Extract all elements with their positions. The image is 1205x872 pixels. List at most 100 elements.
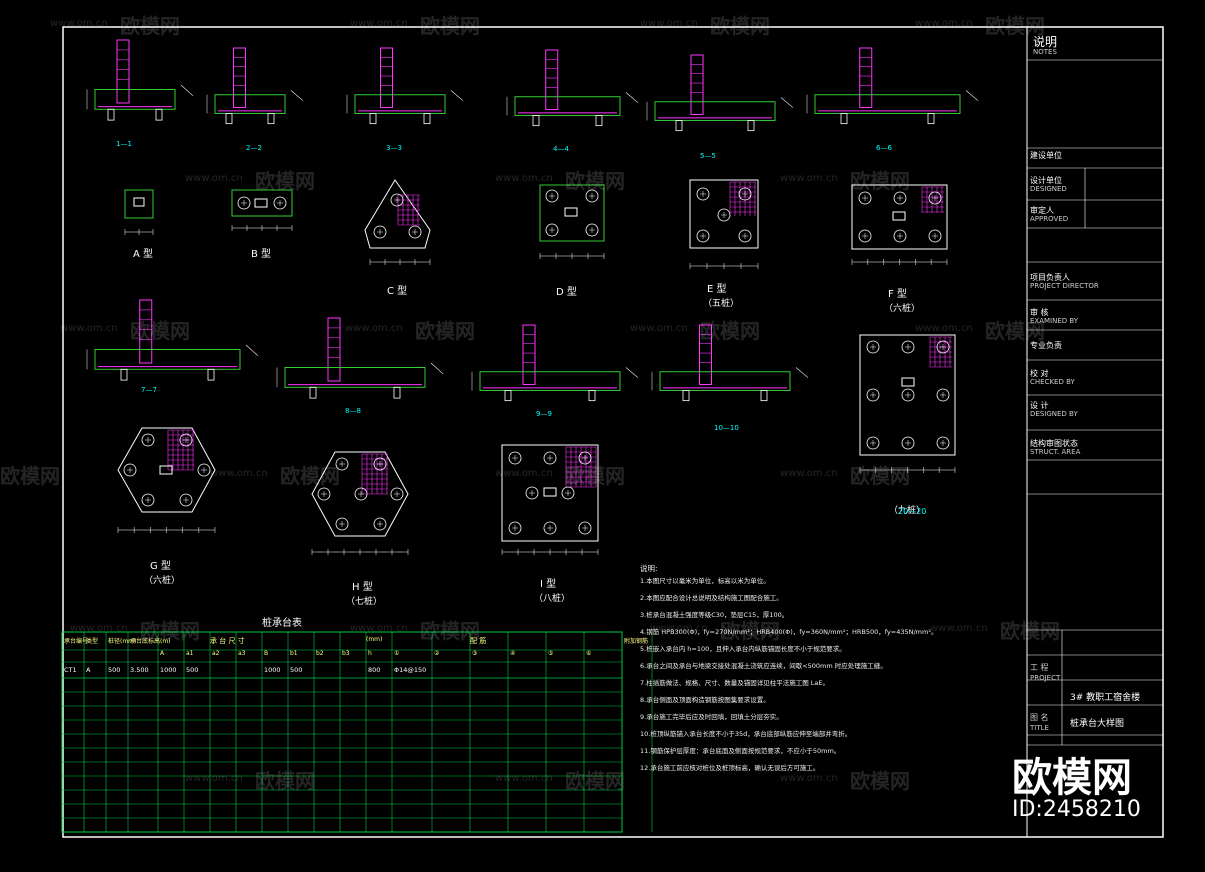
drawing-label-en: TITLE <box>1030 724 1049 732</box>
notes-heading-en: NOTES <box>1033 48 1057 56</box>
plan-type-f <box>851 184 948 265</box>
section-label: 6—6 <box>876 144 892 152</box>
watermark-url: www.om.cn <box>650 623 708 634</box>
plan-type-b <box>231 189 293 231</box>
note-line: 7.柱插筋做法、规格、尺寸、数量及锚固详见柱平法施工图 LaE。 <box>640 679 829 687</box>
note-line: 9.承台施工完毕后应及时回填，回填土分层夯实。 <box>640 713 783 721</box>
plan-type-sub: （七桩） <box>346 597 383 607</box>
table-cell: 1000 <box>160 666 177 674</box>
title-block-row-label: 项目负责人 <box>1030 273 1070 282</box>
table-col-header: b2 <box>316 650 324 657</box>
section-details <box>86 39 979 402</box>
table-group-unit: (mm) <box>366 636 383 643</box>
outer-frame <box>62 26 1164 838</box>
plan-type-label: C 型 <box>387 286 408 297</box>
table-cell: 500 <box>186 666 199 674</box>
table-title: 桩承台表 <box>262 618 302 629</box>
table-cell: 3.500 <box>130 666 149 674</box>
table-cell: 500 <box>290 666 303 674</box>
watermark-url: www.om.cn <box>630 323 688 334</box>
table-col-header: 附加钢筋 <box>624 638 649 645</box>
plan-type-label: D 型 <box>556 287 577 298</box>
plan-type-i <box>501 444 599 555</box>
table-col-header: ② <box>434 650 440 657</box>
table-col-header: h <box>368 650 372 657</box>
plan-type-sub: （六桩） <box>884 304 921 314</box>
watermark-url: www.om.cn <box>780 173 838 184</box>
note-line: 5.桩嵌入承台内 h=100，且伸入承台内纵筋锚固长度不小于规范要求。 <box>640 645 846 653</box>
watermark-text: 欧模网 <box>985 319 1045 343</box>
section-label: 3—3 <box>386 144 402 152</box>
section-detail-9 <box>471 324 639 402</box>
note-line: 2.本图应配合设计总说明及结构施工图配合施工。 <box>640 594 783 602</box>
plan-type-a <box>124 189 154 235</box>
note-line: 10.桩顶纵筋锚入承台长度不小于35d，承台底部纵筋应伸至端部并弯折。 <box>640 730 852 738</box>
title-block-row-en: DESIGNED <box>1030 185 1067 193</box>
title-block-row-label: 专业负责 <box>1030 341 1062 350</box>
title-block-row-label: 审定人 <box>1030 206 1054 215</box>
watermark-text: 欧模网 <box>700 319 760 343</box>
watermark-url: www.om.cn <box>930 623 988 634</box>
watermark-text: 欧模网 <box>850 464 910 488</box>
title-block-row-label: 建设单位 <box>1030 151 1062 160</box>
watermark-url: www.om.cn <box>210 468 268 479</box>
watermark-url: www.om.cn <box>780 773 838 784</box>
title-block-grid <box>1027 59 1163 746</box>
table-col-header: ③ <box>472 650 478 657</box>
watermark-text: 欧模网 <box>850 769 910 793</box>
table-cell: 1000 <box>264 666 281 674</box>
table-col-header: b3 <box>342 650 350 657</box>
note-line: 4.钢筋 HPB300(Φ)，fy=270N/mm²；HRB400(Φ)，fy=… <box>640 628 938 636</box>
note-line: 11.钢筋保护层厚度：承台底面及侧面按规范要求，不应小于50mm。 <box>640 747 841 755</box>
section-detail-7 <box>86 299 259 381</box>
section-detail-8 <box>276 317 444 399</box>
section-detail-5 <box>646 54 794 132</box>
section-label: 4—4 <box>553 145 569 153</box>
project-label: 工 程 <box>1030 663 1049 672</box>
watermark-url: www.om.cn <box>345 323 403 334</box>
title-block-row-en: APPROVED <box>1030 215 1069 223</box>
watermark-url: www.om.cn <box>350 18 408 29</box>
table-col-header: a3 <box>238 650 246 657</box>
plan-type-sub: （九桩） <box>889 506 926 516</box>
table-col-header: ⑤ <box>548 650 554 657</box>
watermark-text: 欧模网 <box>565 464 625 488</box>
section-detail-4 <box>506 49 639 127</box>
table-group-size: 承 台 尺 寸 <box>210 637 245 645</box>
watermark-text: 欧模网 <box>850 169 910 193</box>
watermark-text: 欧模网 <box>710 14 770 38</box>
plan-type-label: G 型 <box>150 561 171 572</box>
plan-type-h <box>311 451 409 555</box>
plan-type-nine-pile <box>859 334 956 473</box>
title-block-row-en: DESIGNED BY <box>1030 410 1078 418</box>
notes-heading: 说明 <box>1033 35 1058 49</box>
table-cell: 800 <box>368 666 381 674</box>
drawing-label: 图 名 <box>1030 713 1049 722</box>
watermark-url: www.om.cn <box>915 18 973 29</box>
watermark-url: www.om.cn <box>915 323 973 334</box>
note-line: 3.桩承台混凝土强度等级C30，垫层C15，厚100。 <box>640 611 789 619</box>
plan-type-label: E 型 <box>707 284 727 295</box>
watermark-url: www.om.cn <box>495 773 553 784</box>
section-detail-6 <box>806 47 979 125</box>
section-label: 7—7 <box>141 386 157 394</box>
watermark-url: www.om.cn <box>495 173 553 184</box>
table-col-header: a1 <box>186 650 194 657</box>
watermark-url: www.om.cn <box>185 773 243 784</box>
table-col-header: B <box>264 650 269 657</box>
title-block-row-en: CHECKED BY <box>1030 378 1075 386</box>
watermark-url: www.om.cn <box>185 173 243 184</box>
table-col-header: 承台编号 <box>64 638 89 645</box>
title-block-row-label: 设 计 <box>1030 401 1049 410</box>
title-block-row-en: EXAMINED BY <box>1030 317 1079 325</box>
watermark-url: www.om.cn <box>780 468 838 479</box>
watermark-text: 欧模网 <box>255 169 315 193</box>
table-col-header: ① <box>394 650 400 657</box>
title-block-row-label: 校 对 <box>1030 369 1049 378</box>
watermark-text: 欧模网 <box>720 619 780 643</box>
watermark-text: 欧模网 <box>415 319 475 343</box>
note-line: 12.承台施工前应核对桩位及桩顶标高，确认无误后方可施工。 <box>640 764 820 772</box>
plan-type-label: H 型 <box>352 582 373 593</box>
